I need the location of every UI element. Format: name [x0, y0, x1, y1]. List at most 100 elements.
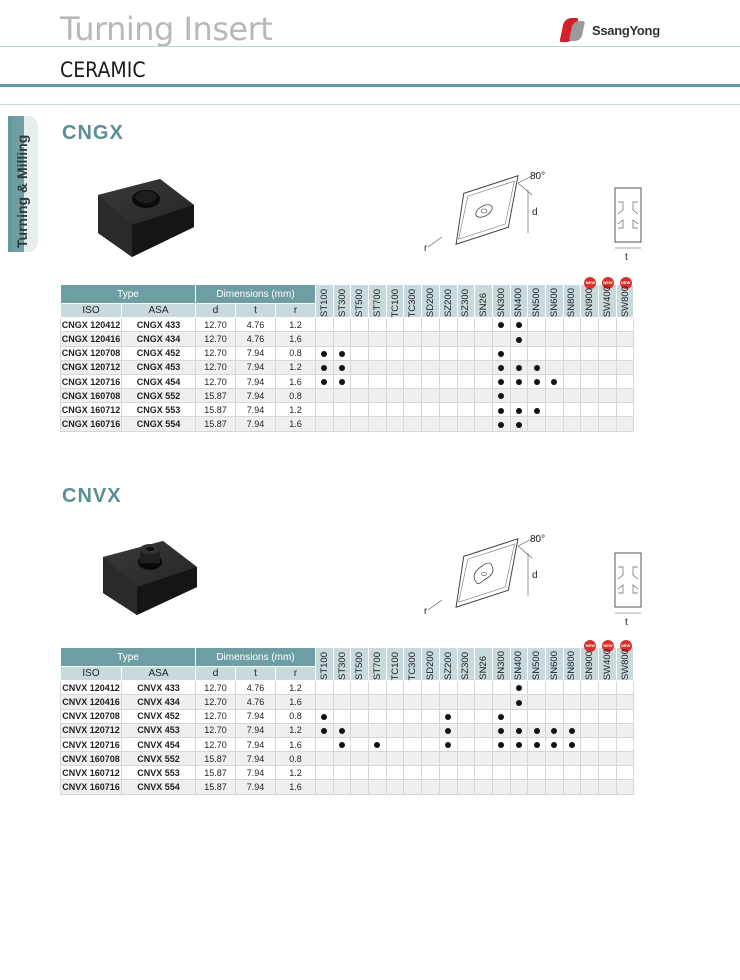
grade-cell-sn600 [544, 751, 564, 767]
grade-cell-sz300 [456, 708, 476, 724]
grade-label: TC100 [389, 288, 401, 318]
grade-cell-sn400 [509, 373, 529, 390]
grade-cell-sz200 [438, 708, 458, 724]
grade-cell-sw800 [615, 402, 635, 418]
availability-dot-icon [515, 727, 522, 734]
grade-cell-sw400 [598, 317, 617, 333]
side-tab[interactable] [8, 116, 38, 252]
d-value: 12.70 [195, 345, 236, 361]
grade-cell-st300 [332, 779, 352, 795]
section-title-cnvx: CNVX [62, 485, 122, 507]
grade-cell-sn800 [562, 751, 582, 767]
r-value: 0.8 [275, 388, 316, 404]
grade-cell-sn26 [474, 751, 493, 767]
r-value: 1.6 [275, 331, 316, 347]
r-value: 1.6 [275, 694, 316, 710]
grade-cell-sn900 [580, 779, 599, 795]
grade-cell-st100 [315, 388, 334, 404]
insert-diagram-cnvx: 80° d r [424, 534, 545, 617]
grade-cell-sn900 [580, 373, 599, 390]
grade-cell-sz200 [438, 345, 458, 361]
iso-code: CNVX 120708 [60, 708, 122, 724]
grade-cell-st300 [332, 402, 352, 418]
r-value: 1.2 [275, 317, 316, 333]
grade-cell-st700 [368, 317, 387, 333]
availability-dot-icon [321, 364, 328, 371]
grade-header-sn26: SN26 [474, 283, 493, 319]
grade-label: SN500 [531, 288, 543, 318]
grade-cell-st500 [350, 388, 370, 404]
availability-dot-icon [321, 727, 328, 734]
availability-dot-icon [321, 713, 328, 720]
grade-cell-tc300 [403, 708, 423, 724]
grade-label: SN800 [566, 288, 578, 318]
grade-cell-sz200 [438, 779, 458, 795]
grade-cell-st500 [350, 779, 370, 795]
grade-cell-st700 [368, 736, 387, 753]
grade-cell-sn300 [491, 708, 511, 724]
grade-cell-tc100 [385, 317, 405, 333]
t-value: 4.76 [235, 331, 276, 347]
grade-label: TC100 [389, 651, 401, 681]
grade-cell-sn400 [509, 402, 529, 418]
t-value: 4.76 [235, 317, 276, 333]
grade-cell-st700 [368, 416, 387, 432]
grade-cell-tc300 [403, 373, 423, 390]
grade-cell-sw400 [598, 751, 617, 767]
grade-label: SZ300 [460, 652, 472, 681]
type-header: Type [60, 646, 196, 668]
r-column-header: r [275, 303, 316, 319]
grade-cell-sd200 [421, 388, 440, 404]
grade-cell-sw800 [615, 708, 635, 724]
t-value: 7.94 [235, 402, 276, 418]
grade-cell-sz300 [456, 416, 476, 432]
grade-cell-sn500 [527, 779, 546, 795]
grade-cell-sn400 [509, 779, 529, 795]
grade-cell-sz200 [438, 317, 458, 333]
availability-dot-icon [498, 393, 505, 400]
grade-cell-tc100 [385, 765, 405, 781]
grade-cell-sn300 [491, 694, 511, 710]
grade-cell-sn900 [580, 765, 599, 781]
grade-header-sn300: SN300 [491, 283, 511, 319]
grade-cell-sn900 [580, 680, 599, 696]
grade-cell-sn600 [544, 779, 564, 795]
ssangyong-logo-icon [559, 18, 586, 42]
grade-cell-st500 [350, 359, 370, 375]
grade-cell-sn300 [491, 388, 511, 404]
dimensions-header: Dimensions (mm) [195, 646, 316, 668]
grade-cell-st100 [315, 373, 334, 390]
availability-dot-icon [515, 699, 522, 706]
grade-cell-st300 [332, 751, 352, 767]
grade-cell-sw400 [598, 331, 617, 347]
grade-cell-sd200 [421, 402, 440, 418]
r-value: 1.6 [275, 736, 316, 753]
grade-header-sz300: SZ300 [456, 283, 476, 319]
iso-code: CNGX 120716 [60, 373, 122, 390]
asa-code: CNVX 553 [121, 765, 196, 781]
grade-cell-sw800 [615, 779, 635, 795]
asa-column-header: ASA [121, 666, 196, 682]
t-value: 7.94 [235, 708, 276, 724]
availability-dot-icon [515, 379, 522, 386]
grade-cell-sz200 [438, 416, 458, 432]
grade-cell-tc300 [403, 402, 423, 418]
grade-cell-sw800 [615, 680, 635, 696]
grade-cell-sn500 [527, 373, 546, 390]
grade-header-sn500: SN500 [527, 283, 546, 319]
iso-column-header: ISO [60, 303, 122, 319]
availability-dot-icon [498, 350, 505, 357]
grade-cell-tc300 [403, 680, 423, 696]
availability-dot-icon [445, 742, 452, 749]
iso-code: CNGX 160712 [60, 402, 122, 418]
grade-cell-sn26 [474, 388, 493, 404]
grade-cell-sz200 [438, 751, 458, 767]
grade-cell-sn800 [562, 359, 582, 375]
grade-cell-sn26 [474, 694, 493, 710]
new-badge: NEW [619, 640, 632, 652]
t-value: 7.94 [235, 359, 276, 375]
grade-cell-sn800 [562, 779, 582, 795]
